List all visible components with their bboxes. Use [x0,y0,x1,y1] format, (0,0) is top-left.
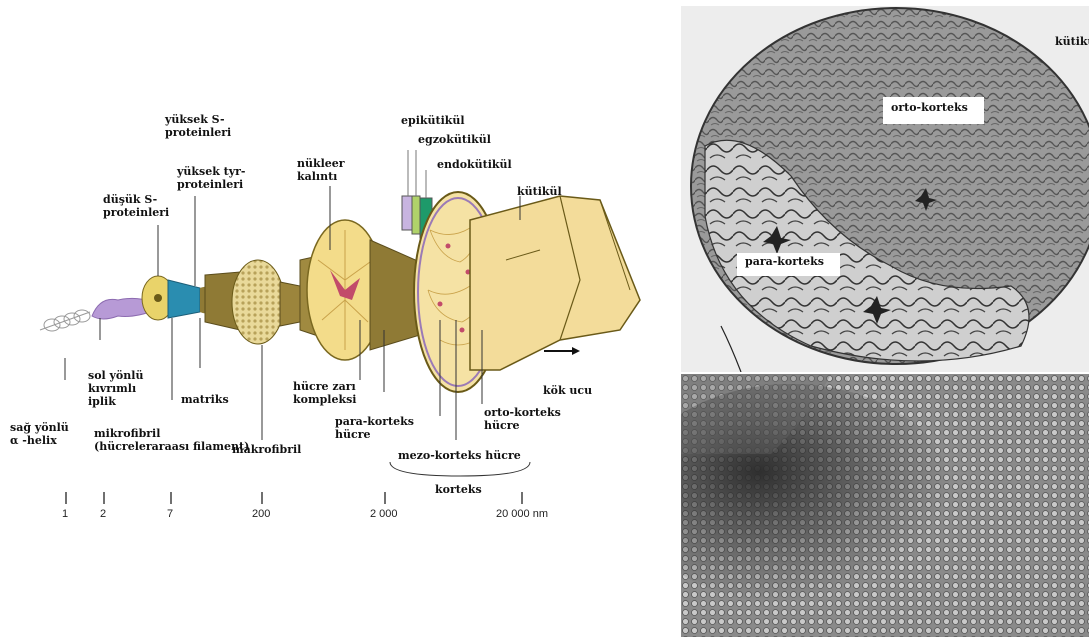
scale-label: 2 [100,508,106,520]
scale-label: 2 000 [370,508,398,520]
label-cell-membrane-complex: hücre zarı kompleksi [293,380,356,406]
fiber-cross-section [414,192,640,392]
label-mesocortex-cell: mezo-korteks hücre [398,449,521,462]
label-root-end: kök ucu [543,384,592,397]
scale-label: 200 [252,508,270,520]
label-matrix: matriks [181,393,229,406]
label-paracortex-cell: para-korteks hücre [335,415,414,441]
wool-fiber-structure-diagram [0,0,680,637]
fiber-cross-section-micrograph [681,6,1089,372]
label-right-handed-alpha-helix: sağ yönlü α -helix [10,421,69,447]
label-low-sulfur-proteins: düşük S- proteinleri [103,193,169,219]
label-microfibril: mikrofibril (hücreleraraası filament) [94,427,249,453]
label-cortex: korteks [435,483,482,496]
scale-label: 20 000 nm [496,508,548,520]
scale-label: 7 [167,508,173,520]
label-epicuticle: epikütikül [401,114,465,127]
micrograph-label-paracortex: para-korteks [737,253,840,276]
microfibril-micrograph [681,374,1089,637]
root-direction-arrow [544,347,580,355]
label-high-sulfur-proteins: yüksek S- proteinleri [165,113,231,139]
label-high-tyrosine-proteins: yüksek tyr- proteinleri [177,165,246,191]
micrograph-label-cuticle: kütikül [1049,33,1089,50]
label-orthocortex-cell: orto-korteks hücre [484,406,561,432]
label-endocuticle: endokütikül [437,158,512,171]
micrograph-label-orthocortex: orto-korteks [883,97,984,124]
label-macrofibril: makrofibril [232,443,301,456]
scale-label: 1 [62,508,68,520]
label-nuclear-remnant: nükleer kalıntı [297,157,345,183]
label-left-handed-coiled-coil: sol yönlü kıvrımlı iplik [88,369,143,408]
label-exocuticle: egzokütikül [418,133,491,146]
korteks-bracket [390,462,530,476]
label-cuticle: kütikül [517,185,562,198]
alpha-helix-coil [40,310,90,331]
